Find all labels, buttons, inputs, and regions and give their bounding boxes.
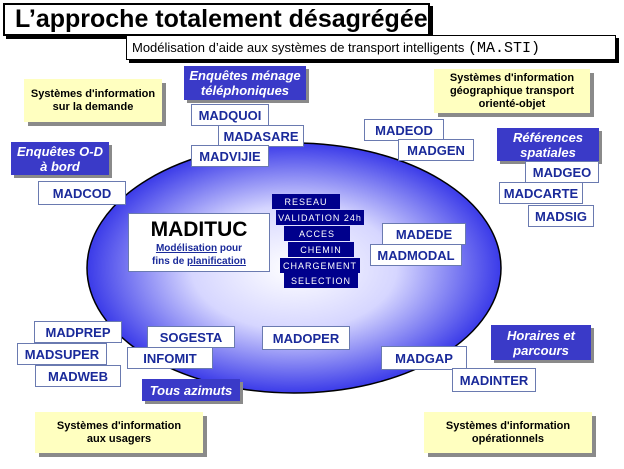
stack-chemin: CHEMIN [288,242,354,257]
module-sogesta: SOGESTA [147,326,235,348]
module-infomit: INFOMIT [127,347,213,369]
module-madsuper: MADSUPER [17,343,107,365]
module-madcod: MADCOD [38,181,126,205]
module-madede: MADEDE [382,223,466,245]
header-tous-azimuts: Tous azimuts [142,379,240,401]
module-madeod: MADEOD [364,119,444,141]
module-madweb: MADWEB [35,365,121,387]
subtitle: Modélisation d’aide aux systèmes de tran… [126,35,616,60]
subtitle-text: Modélisation d’aide aux systèmes de tran… [132,40,465,55]
subtitle-acronym: (MA.STI) [468,40,541,57]
module-madcarte: MADCARTE [499,182,583,204]
module-madasare: MADASARE [218,125,304,147]
module-madmodal: MADMODAL [370,244,462,266]
module-madgap: MADGAP [381,346,467,370]
stack-acces: ACCES [284,226,350,241]
module-madgeo: MADGEO [525,161,599,183]
module-madprep: MADPREP [34,321,122,343]
module-madgen: MADGEN [398,139,474,161]
stack-selection: SELECTION [284,273,358,288]
module-madquoi: MADQUOI [191,104,269,126]
stack-chargement: CHARGEMENT [280,258,360,273]
stack-validation: VALIDATION 24h [276,210,364,225]
madituc-box: MADITUC Modélisation pour fins de planif… [128,213,270,272]
madituc-title: MADITUC [150,218,248,241]
module-madsig: MADSIG [528,205,594,227]
module-madinter: MADINTER [452,368,536,392]
page-title: L’approche totalement désagrégée [3,3,430,36]
stack-reseau: RESEAU [272,194,340,209]
module-madoper: MADOPER [262,326,350,350]
module-madvijie: MADVIJIE [191,145,269,167]
